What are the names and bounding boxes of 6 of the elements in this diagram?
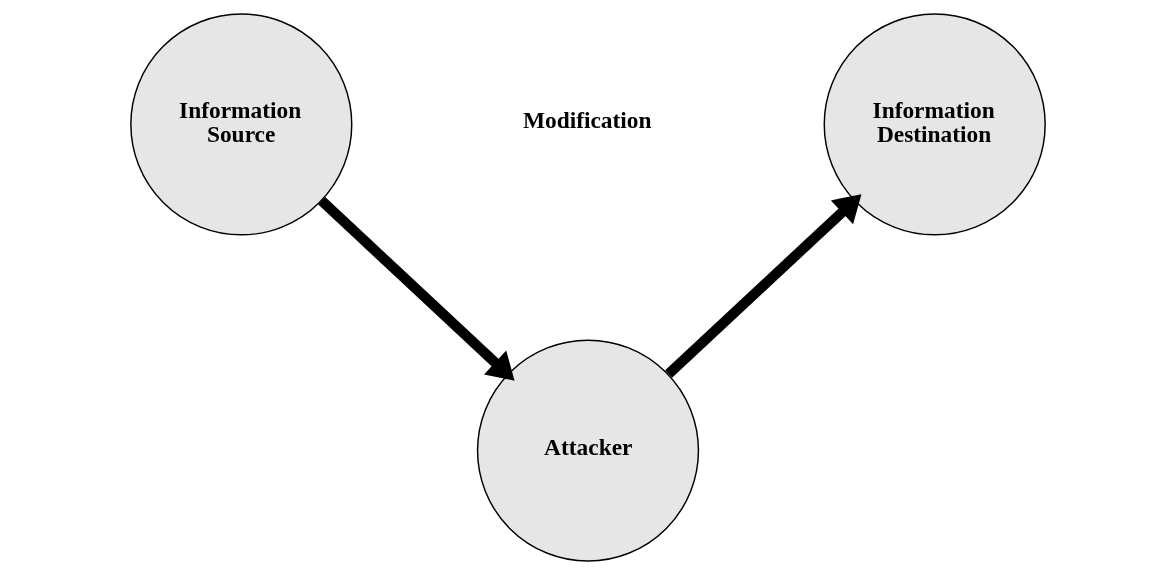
node-circle: Attacker — [476, 339, 700, 562]
node-circle: Information Destination — [823, 13, 1046, 236]
arrow — [665, 194, 862, 378]
node-circle: Information Source — [130, 13, 353, 236]
label: Modification — [522, 107, 652, 134]
arrow — [318, 197, 515, 381]
